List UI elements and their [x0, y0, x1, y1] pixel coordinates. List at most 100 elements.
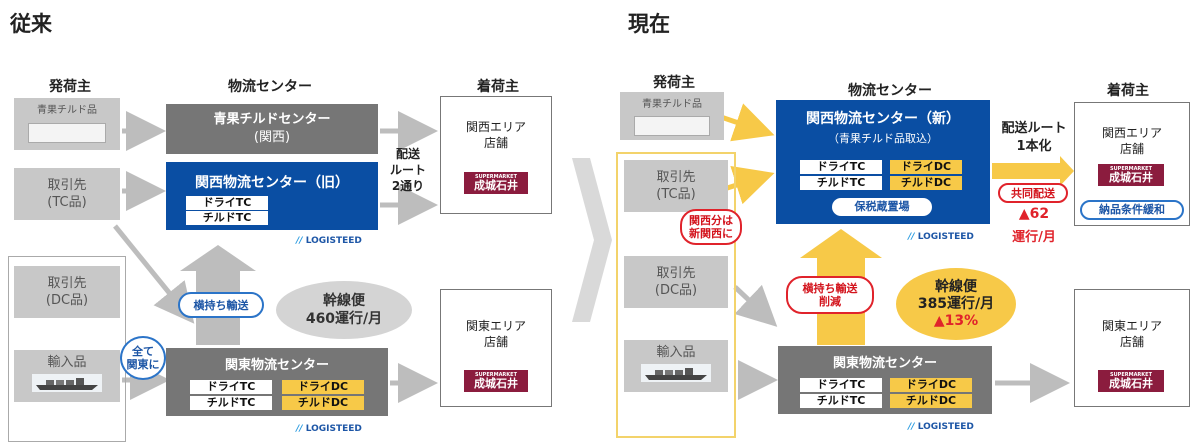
left-kansai-old-tag-2: チルドTC — [186, 211, 268, 225]
right-kanto-tag-yellow-2: チルドDC — [890, 394, 972, 408]
cargo-ship-icon — [641, 364, 711, 382]
left-shipper-dc-line2: (DC品) — [45, 293, 89, 308]
left-trunk-oval: 幹線便 460運行/月 — [276, 281, 412, 339]
right-kanto-brand-text: LOGISTEED — [917, 422, 974, 432]
right-route-note: 配送ルート 1本化 — [996, 120, 1072, 156]
right-joint-delivery-badge: 共同配送 — [998, 183, 1068, 203]
right-shipper-tc: 取引先 (TC品) — [624, 160, 728, 212]
left-produce-chilled-center: 青果チルドセンター (関西) — [166, 104, 378, 154]
arrow-dc-to-kanto — [733, 284, 778, 327]
right-shipper-dc-line1: 取引先 — [656, 266, 696, 281]
left-store-kansai-line2: 店舗 — [483, 136, 508, 150]
left-shipper-tc-line2: (TC品) — [47, 195, 87, 210]
left-kansai-old-brand: // LOGISTEED — [296, 236, 362, 246]
arrow-tc-to-kanto — [113, 224, 195, 324]
right-kansai-new-name: 関西物流センター（新） — [806, 111, 960, 127]
right-store-kansai-logo: SUPERMARKET 成城石井 — [1098, 164, 1164, 186]
right-shipper-dc-line2: (DC品) — [654, 283, 698, 298]
right-bubble-reduce-2: 削減 — [819, 295, 841, 308]
left-header-center: 物流センター — [228, 79, 312, 95]
left-route-note: 配送 ルート 2通り — [386, 146, 430, 194]
left-kanto-brand: // LOGISTEED — [296, 424, 362, 434]
left-shipper-chilled-label: 青果チルド品 — [37, 105, 97, 116]
right-kansai-new-tag-white-1: ドライTC — [800, 160, 882, 174]
left-kanto-brand-text: LOGISTEED — [305, 424, 362, 434]
right-store-kansai-logo-main: 成城石井 — [1109, 171, 1153, 184]
right-shipper-group-frame — [616, 152, 736, 438]
right-kansai-new-tag-yellow-2: チルドDC — [890, 176, 962, 190]
right-shipper-chilled: 青果チルド品 — [620, 92, 724, 140]
logisteed-logo-icon: // — [296, 236, 306, 246]
right-shipper-dc: 取引先 (DC品) — [624, 256, 728, 308]
arrow-chilled-to-kansai-new — [720, 103, 775, 142]
logisteed-logo-icon: // — [908, 232, 918, 242]
left-bubble-transfer: 横持ち輸送 — [178, 292, 264, 318]
right-relax-badge: 納品条件緩和 — [1080, 200, 1184, 220]
left-bubble-all-kanto: 全て 関東に — [120, 336, 166, 380]
left-produce-center-sub: (関西) — [253, 130, 291, 145]
left-kanto-center-name: 関東物流センター — [224, 358, 329, 373]
right-kansai-new-tag-yellow-1: ドライDC — [890, 160, 962, 174]
right-store-kanto-line1: 関東エリア — [1101, 319, 1162, 333]
left-store-kanto-logo-small: SUPERMARKET — [475, 372, 517, 378]
right-shipper-import: 輸入品 — [624, 340, 728, 392]
left-shipper-chilled: 青果チルド品 — [14, 98, 120, 150]
right-store-kanto-line2: 店舗 — [1119, 335, 1144, 349]
left-store-kansai-logo: SUPERMARKET 成城石井 — [464, 172, 528, 194]
right-store-kanto-logo-small: SUPERMARKET — [1110, 372, 1152, 378]
left-store-kanto-line2: 店舗 — [483, 335, 508, 349]
left-shipper-tc-line1: 取引先 — [47, 178, 87, 193]
right-store-kanto: 関東エリア 店舗 — [1074, 289, 1190, 407]
right-kanto-center-name: 関東物流センター — [832, 356, 937, 371]
right-header-center: 物流センター — [848, 83, 932, 99]
right-kansai-new-brand-text: LOGISTEED — [917, 232, 974, 242]
right-trunk-line3: ▲13% — [933, 312, 979, 329]
right-joint-value: ▲62 — [1018, 206, 1050, 222]
left-store-kansai-logo-small: SUPERMARKET — [475, 174, 517, 180]
arrow-tc-to-kansai-new — [720, 166, 775, 205]
right-kansai-new-sub: （青果チルド品取込） — [828, 132, 938, 145]
left-bubble-all-kanto-1: 全て — [132, 345, 154, 358]
left-kansai-old-brand-text: LOGISTEED — [305, 236, 362, 246]
left-store-kansai-line1: 関西エリア — [465, 120, 526, 134]
right-header-shipper: 発荷主 — [653, 75, 695, 91]
right-trunk-line2: 385運行/月 — [917, 295, 995, 312]
left-shipper-dc-line1: 取引先 — [47, 276, 87, 291]
right-store-kansai-line1: 関西エリア — [1101, 126, 1162, 140]
arrow-kansai-new-to-store — [992, 156, 1074, 186]
left-kansai-old-tag-1: ドライTC — [186, 196, 268, 210]
right-route-note-1: 配送ルート — [1001, 121, 1067, 136]
left-route-note-2: ルート — [389, 163, 426, 177]
right-section-title: 現在 — [628, 12, 670, 36]
right-kanto-tag-white-1: ドライTC — [800, 378, 882, 392]
left-store-kanto-logo-main: 成城石井 — [474, 377, 518, 390]
left-header-shipper: 発荷主 — [49, 79, 91, 95]
right-kanto-tag-yellow-1: ドライDC — [890, 378, 972, 392]
right-trunk-line1: 幹線便 — [935, 278, 977, 295]
right-store-kansai-line2: 店舗 — [1119, 142, 1144, 156]
right-bonded-badge: 保税蔵置場 — [832, 198, 932, 216]
right-bubble-reduce-1: 横持ち輸送 — [802, 282, 858, 295]
left-kanto-tag-yellow-2: チルドDC — [282, 396, 364, 410]
left-store-kanto-logo: SUPERMARKET 成城石井 — [464, 370, 528, 392]
cargo-ship-icon — [32, 374, 102, 392]
left-store-kansai-logo-main: 成城石井 — [474, 179, 518, 192]
left-shipper-dc: 取引先 (DC品) — [14, 266, 120, 318]
right-bubble-reduce: 横持ち輸送 削減 — [786, 276, 874, 314]
right-kanto-tag-white-2: チルドTC — [800, 394, 882, 408]
right-shipper-chilled-label: 青果チルド品 — [642, 99, 702, 110]
right-shipper-tc-line1: 取引先 — [656, 170, 696, 185]
right-shipper-import-label: 輸入品 — [656, 345, 696, 360]
right-store-kanto-logo-main: 成城石井 — [1109, 377, 1153, 390]
produce-crate-icon — [634, 116, 710, 136]
left-kanto-tag-white-1: ドライTC — [190, 380, 272, 394]
chevron-divider — [572, 158, 612, 322]
right-store-kanto-logo: SUPERMARKET 成城石井 — [1098, 370, 1164, 392]
left-kanto-tag-white-2: チルドTC — [190, 396, 272, 410]
left-header-consignee: 着荷主 — [477, 79, 519, 95]
left-section-title: 従来 — [10, 12, 52, 36]
right-bubble-kansai: 関西分は 新関西に — [680, 209, 742, 245]
left-trunk-line2: 460運行/月 — [305, 311, 383, 327]
produce-crate-icon — [28, 123, 106, 143]
right-header-consignee: 着荷主 — [1107, 83, 1149, 99]
